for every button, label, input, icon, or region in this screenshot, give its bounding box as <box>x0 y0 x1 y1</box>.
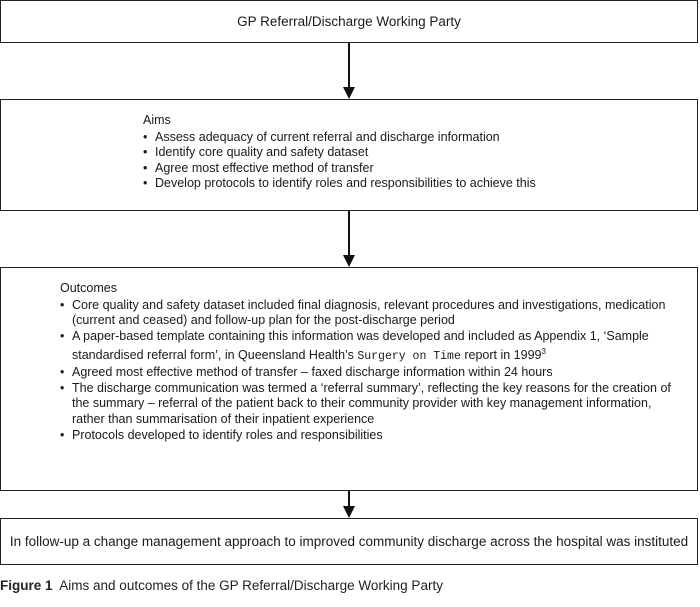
aims-item: Develop protocols to identify roles and … <box>143 176 536 192</box>
outcomes-box: Outcomes Core quality and safety dataset… <box>0 267 698 491</box>
arrow-down-icon <box>343 43 355 99</box>
aims-heading: Aims <box>143 113 171 127</box>
working-party-title: GP Referral/Discharge Working Party <box>237 14 461 29</box>
aims-item: Identify core quality and safety dataset <box>143 145 536 161</box>
aims-list: Assess adequacy of current referral and … <box>143 130 536 192</box>
reference-superscript: 3 <box>541 347 546 357</box>
arrow-down-icon <box>343 211 355 267</box>
outcomes-item-text: report in 1999 <box>460 348 542 363</box>
arrow-down-icon <box>343 491 355 518</box>
figure-caption: Figure 1 Aims and outcomes of the GP Ref… <box>0 578 443 593</box>
figure-caption-text: Aims and outcomes of the GP Referral/Dis… <box>59 578 443 593</box>
outcomes-item: Core quality and safety dataset included… <box>60 298 680 329</box>
aims-item: Assess adequacy of current referral and … <box>143 130 536 146</box>
working-party-box: GP Referral/Discharge Working Party <box>0 0 698 43</box>
outcomes-item: Protocols developed to identify roles an… <box>60 428 680 444</box>
outcomes-item-text: A paper-based template containing this i… <box>72 328 649 363</box>
outcomes-heading: Outcomes <box>60 281 117 295</box>
outcomes-list: Core quality and safety dataset included… <box>60 298 680 444</box>
aims-item: Agree most effective method of transfer <box>143 161 536 177</box>
follow-up-text: In follow-up a change management approac… <box>9 534 689 549</box>
report-title: Surgery on Time <box>357 350 461 364</box>
aims-box: Aims Assess adequacy of current referral… <box>0 99 698 211</box>
follow-up-box: In follow-up a change management approac… <box>0 518 698 565</box>
outcomes-item: A paper-based template containing this i… <box>60 329 680 365</box>
figure-label: Figure 1 <box>0 578 53 593</box>
outcomes-item: The discharge communication was termed a… <box>60 381 680 428</box>
outcomes-item: Agreed most effective method of transfer… <box>60 365 680 381</box>
